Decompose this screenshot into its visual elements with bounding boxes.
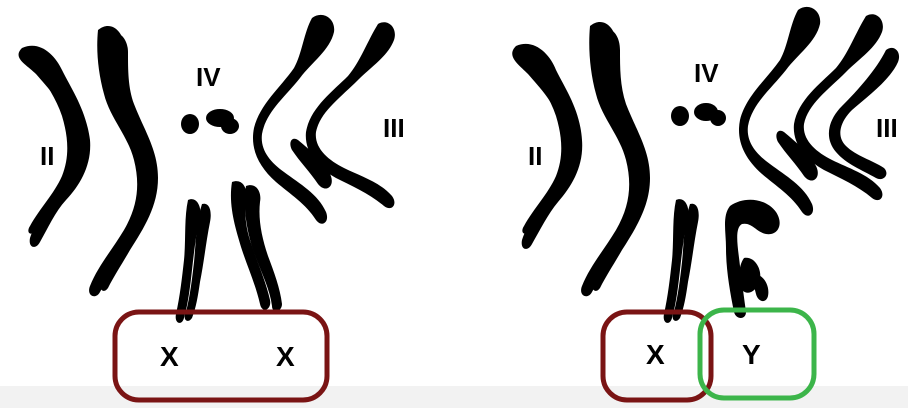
chromosome-III-right	[739, 7, 899, 216]
chromosome-IV-right	[671, 103, 726, 126]
label-X-right: X	[646, 339, 665, 370]
label-IV-left: IV	[196, 62, 221, 92]
label-III-left: III	[383, 113, 405, 143]
chromosome-X-left-1	[176, 199, 211, 323]
label-X-left-1: X	[160, 341, 179, 372]
chromosome-III-left	[253, 15, 395, 224]
label-III-right: III	[876, 113, 898, 143]
female-sex-chromosome-box	[115, 312, 327, 400]
chromosome-Y-right	[725, 200, 780, 318]
chromosome-II-right	[512, 44, 582, 249]
chromosome-II-right-center	[581, 22, 650, 296]
label-II-right: II	[528, 141, 542, 171]
chromosome-X-right	[664, 199, 699, 323]
label-II-left: II	[40, 141, 54, 171]
label-IV-right: IV	[694, 58, 719, 88]
label-X-left-2: X	[276, 341, 295, 372]
label-Y-right: Y	[742, 339, 761, 370]
chromosome-X-left-2	[231, 181, 282, 311]
chromosome-II-center	[89, 26, 158, 296]
chromosome-IV-left	[181, 109, 239, 134]
male-karyotype	[512, 7, 899, 323]
